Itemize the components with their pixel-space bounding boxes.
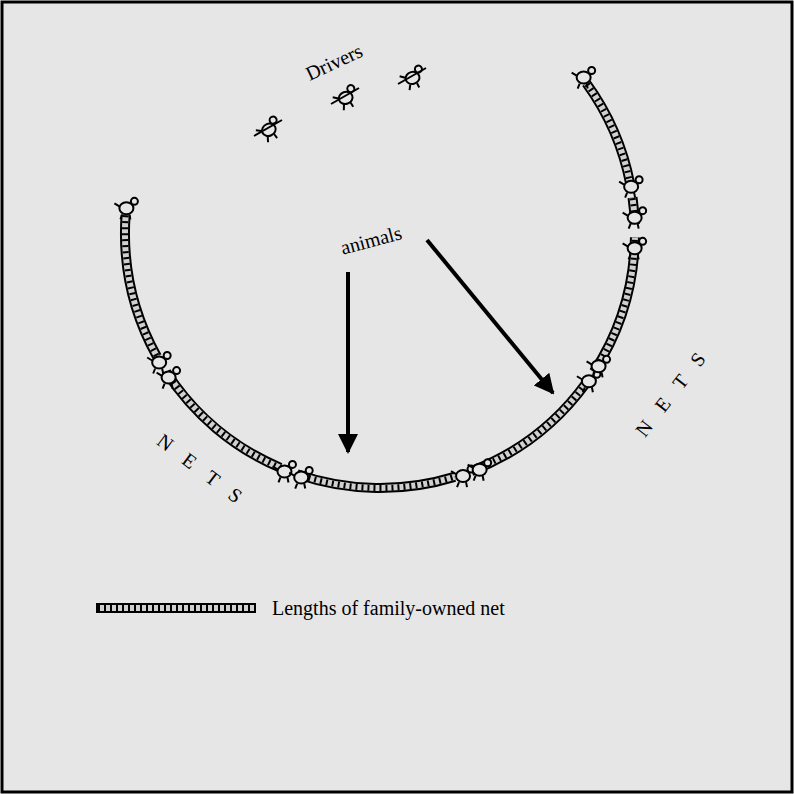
net-length	[125, 215, 157, 356]
animal-arrow	[427, 240, 553, 393]
hunter-figure	[587, 356, 611, 378]
hunter-figure	[114, 198, 137, 220]
driver-figures	[254, 65, 427, 145]
hunter-figure	[157, 367, 181, 389]
net-length	[586, 83, 630, 184]
hunter-figure	[577, 371, 601, 393]
net-length	[297, 474, 455, 488]
hunter-figure	[272, 461, 296, 483]
net-length	[471, 383, 586, 471]
net-length	[586, 83, 630, 184]
hunter-figure	[623, 207, 647, 229]
legend-text: Lengths of family-owned net	[272, 598, 505, 618]
hunter-figure	[254, 115, 284, 144]
hunter-figure	[619, 176, 643, 198]
spear	[254, 120, 282, 136]
net-length	[471, 383, 586, 471]
hunter-figure	[623, 238, 647, 260]
hunter-figure	[451, 466, 475, 488]
legend-sample	[96, 608, 256, 609]
hunter-figure	[331, 84, 360, 112]
animal-arrow	[346, 272, 350, 452]
hunter-figure	[572, 67, 596, 89]
net-arc	[125, 83, 635, 488]
hunter-figure	[398, 65, 426, 92]
net-length	[297, 474, 455, 488]
hunter-figures	[114, 67, 646, 488]
net-length	[586, 83, 630, 184]
net-length	[125, 215, 157, 356]
net-length	[471, 383, 586, 471]
net-length	[125, 215, 157, 356]
hunter-figure	[289, 467, 313, 489]
spear	[331, 88, 359, 104]
hunter-figure	[147, 352, 171, 374]
hunter-figure	[468, 459, 492, 481]
spear	[398, 68, 426, 84]
net-length	[297, 474, 455, 488]
